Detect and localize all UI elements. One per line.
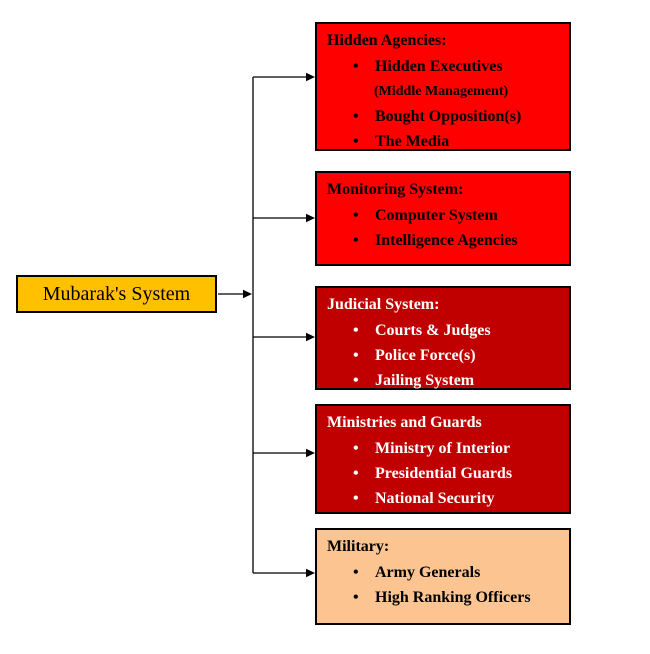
- bullet-item: • Courts & Judges: [317, 318, 569, 343]
- bullet-item: • Hidden Executives: [317, 54, 569, 79]
- bullet-list: • Courts & Judges • Police Force(s) • Jailing…: [317, 318, 569, 393]
- bullet-icon: •: [353, 490, 359, 507]
- bullet-label: National Security: [375, 490, 495, 507]
- node-ministries-and-guards: Ministries and Guards • Ministry of Inter…: [315, 404, 571, 514]
- node-title: Ministries and Guards: [327, 414, 482, 431]
- bullet-icon: •: [353, 589, 359, 606]
- bullet-item: • The Media: [317, 129, 569, 154]
- bullet-icon: •: [353, 440, 359, 457]
- bullet-item: • Police Force(s): [317, 343, 569, 368]
- bullet-label: Hidden Executives: [375, 58, 503, 75]
- bullet-item: • Presidential Guards: [317, 461, 569, 486]
- bullet-item: • Intelligence Agencies: [317, 228, 569, 253]
- bullet-label: High Ranking Officers: [375, 589, 531, 606]
- arrowhead-icon: [306, 448, 315, 458]
- bullet-list: • Ministry of Interior • Presidential Guard…: [317, 436, 569, 511]
- bullet-item: • Ministry of Interior: [317, 436, 569, 461]
- bullet-label: The Media: [375, 133, 450, 150]
- arrowhead-icon: [306, 568, 315, 578]
- node-title: Hidden Agencies:: [327, 32, 447, 49]
- node-title: Military:: [327, 538, 390, 555]
- arrowhead-icon: [306, 72, 315, 82]
- bullet-icon: •: [353, 564, 359, 581]
- bullet-item: • High Ranking Officers: [317, 585, 569, 610]
- bullet-label: Computer System: [375, 207, 498, 224]
- bullet-icon: •: [353, 108, 359, 125]
- bullet-icon: •: [353, 347, 359, 364]
- bullet-list: • Computer System • Intelligence Agencies: [317, 203, 569, 253]
- bullet-item: • Computer System: [317, 203, 569, 228]
- bullet-icon: •: [353, 207, 359, 224]
- bullet-item: • Bought Opposition(s): [317, 104, 569, 129]
- arrowhead-icon: [306, 213, 315, 223]
- root-label: Mubarak's System: [42, 282, 191, 305]
- bullet-icon: •: [353, 465, 359, 482]
- bullet-label: Bought Opposition(s): [375, 108, 522, 125]
- node-title: Judicial System:: [327, 296, 440, 313]
- bullet-label: Presidential Guards: [375, 465, 513, 482]
- root-node: Mubarak's System: [16, 275, 217, 313]
- bullet-icon: •: [353, 372, 359, 389]
- bullet-list: • Army Generals • High Ranking Officers: [317, 560, 569, 610]
- arrowhead-icon: [306, 332, 315, 342]
- bullet-label: Army Generals: [375, 564, 481, 581]
- bullet-icon: •: [353, 232, 359, 249]
- bullet-item: • Jailing System: [317, 368, 569, 393]
- bullet-list: • Hidden Executives (Middle Management) • Bo…: [317, 54, 569, 154]
- bullet-icon: •: [353, 58, 359, 75]
- bullet-label: Courts & Judges: [375, 322, 491, 339]
- node-hidden-agencies: Hidden Agencies: • Hidden Executives (Midd…: [315, 22, 571, 151]
- node-title: Monitoring System:: [327, 181, 464, 198]
- bullet-label: Intelligence Agencies: [375, 232, 518, 249]
- bullet-icon: •: [353, 133, 359, 150]
- bullet-label: Ministry of Interior: [375, 440, 511, 457]
- bullet-label: Jailing System: [375, 372, 475, 389]
- bullet-label: Police Force(s): [375, 347, 476, 364]
- bullet-item: • National Security: [317, 486, 569, 511]
- bullet-subnote: (Middle Management): [374, 84, 509, 99]
- node-monitoring-system: Monitoring System: • Computer System • Inte…: [315, 171, 571, 266]
- node-military: Military: • Army Generals • High Ranking Of…: [315, 528, 571, 625]
- bullet-item: • Army Generals: [317, 560, 569, 585]
- bullet-icon: •: [353, 322, 359, 339]
- node-judicial-system: Judicial System: • Courts & Judges • Police…: [315, 286, 571, 390]
- arrowhead-icon: [243, 289, 252, 299]
